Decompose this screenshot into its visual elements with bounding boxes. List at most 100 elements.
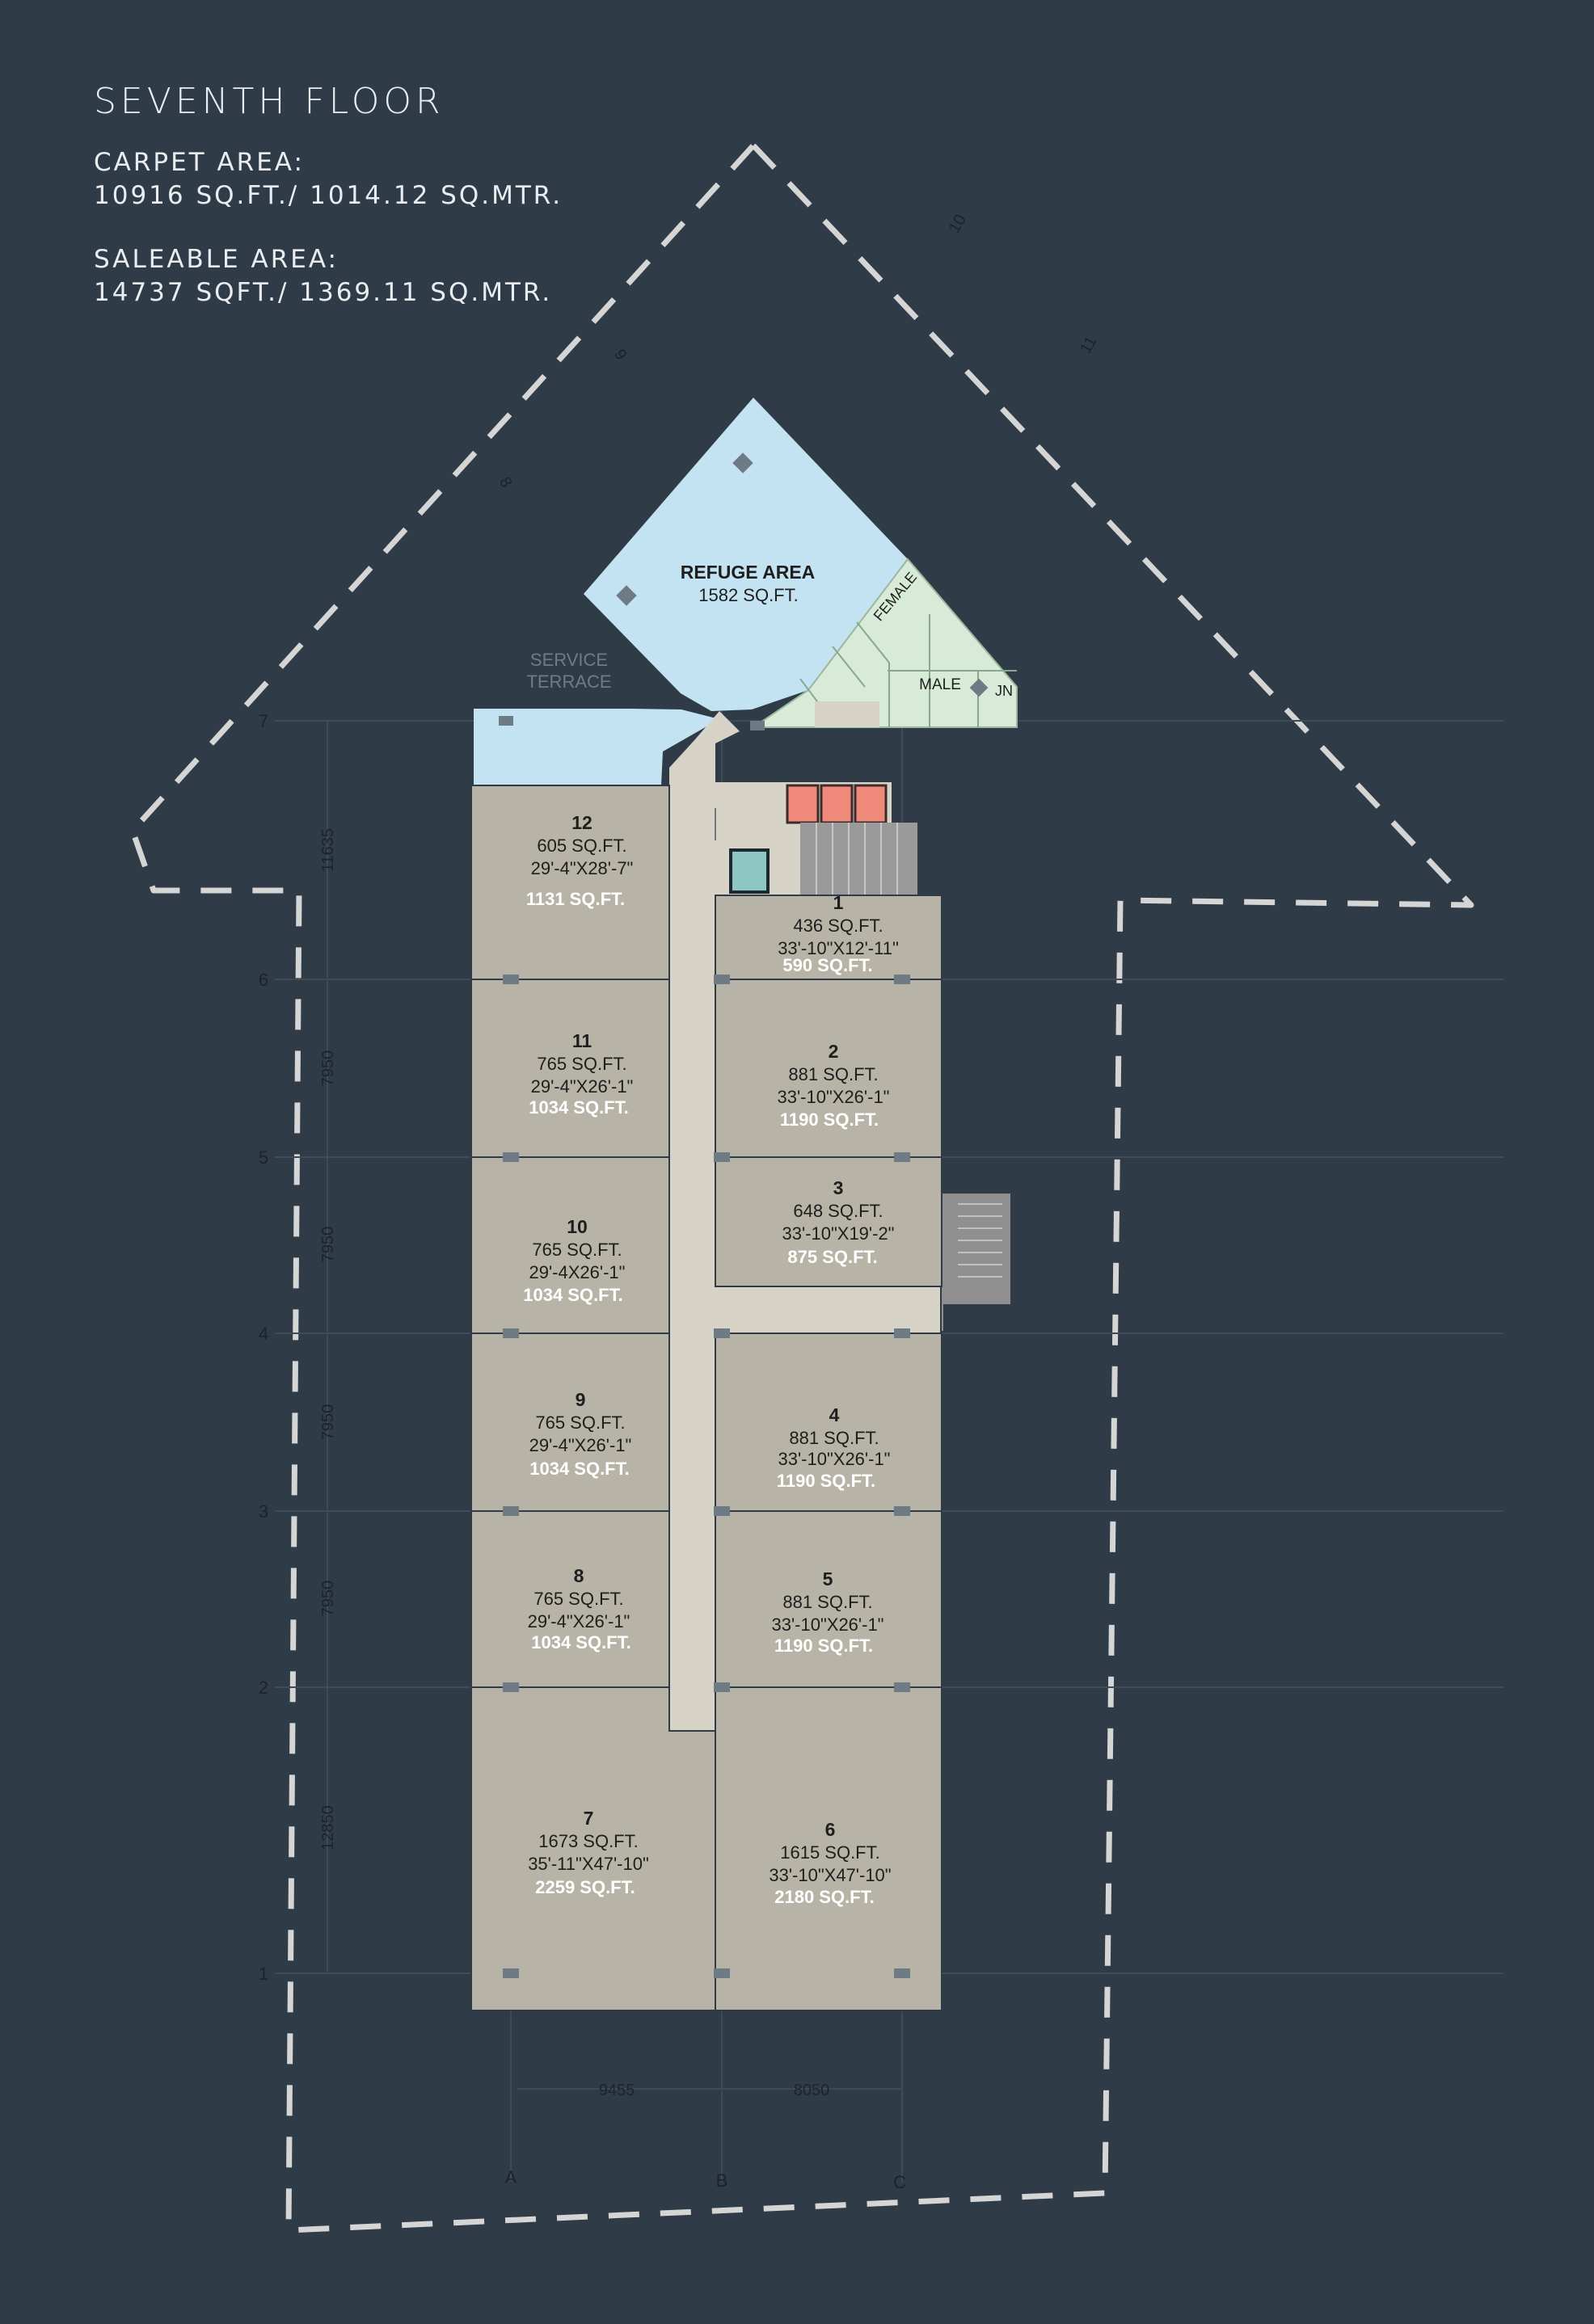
svg-text:8: 8 (574, 1565, 584, 1586)
svg-text:33'-10"X12'-11": 33'-10"X12'-11" (778, 938, 899, 958)
svg-text:B: B (716, 2170, 728, 2191)
unit-5 (715, 1510, 942, 1688)
svg-text:1673 SQ.FT.: 1673 SQ.FT. (538, 1831, 639, 1851)
svg-text:4: 4 (259, 1324, 268, 1344)
svg-text:1131 SQ.FT.: 1131 SQ.FT. (526, 889, 625, 909)
unit-6 (715, 1686, 942, 2011)
svg-text:7950: 7950 (319, 1227, 337, 1263)
svg-text:29'-4"X28'-7": 29'-4"X28'-7" (531, 858, 634, 878)
svg-text:648 SQ.FT.: 648 SQ.FT. (793, 1201, 883, 1221)
unit-11-label: 11 765 SQ.FT. 29'-4"X26'-1" 1034 SQ.FT. (529, 1030, 633, 1118)
svg-text:7950: 7950 (319, 1050, 337, 1087)
refuge-area (584, 398, 908, 711)
service-lift (729, 848, 770, 894)
svg-text:3: 3 (259, 1501, 268, 1522)
service-terrace-label-1: SERVICE (530, 650, 608, 670)
svg-text:1615 SQ.FT.: 1615 SQ.FT. (780, 1842, 880, 1863)
male-toilet-label: MALE (919, 676, 961, 693)
svg-text:1190 SQ.FT.: 1190 SQ.FT. (780, 1109, 879, 1130)
unit-5-label: 5 881 SQ.FT. 33'-10"X26'-1" 1190 SQ.FT. (772, 1568, 884, 1656)
svg-text:33'-10"X26'-1": 33'-10"X26'-1" (772, 1615, 884, 1635)
svg-text:765 SQ.FT.: 765 SQ.FT. (535, 1413, 625, 1433)
svg-text:881 SQ.FT.: 881 SQ.FT. (789, 1428, 879, 1448)
svg-text:9455: 9455 (599, 2082, 635, 2099)
svg-text:8: 8 (495, 474, 516, 491)
saleable-area-value: 14737 SQFT./ 1369.11 SQ.MTR. (94, 278, 553, 307)
svg-text:33'-10"X19'-2": 33'-10"X19'-2" (782, 1223, 895, 1244)
grid-col-labels: A B C (505, 2167, 906, 2192)
svg-text:436 SQ.FT.: 436 SQ.FT. (793, 916, 883, 936)
svg-text:8050: 8050 (794, 2082, 830, 2099)
lift-bank (786, 784, 888, 824)
svg-text:7950: 7950 (319, 1404, 337, 1441)
svg-text:29'-4X26'-1": 29'-4X26'-1" (529, 1262, 626, 1282)
unit-2-label: 2 881 SQ.FT. 33'-10"X26'-1" 1190 SQ.FT. (778, 1041, 890, 1130)
unit-10-label: 10 765 SQ.FT. 29'-4X26'-1" 1034 SQ.FT. (523, 1216, 625, 1305)
refuge-area-size: 1582 SQ.FT. (698, 585, 799, 605)
unit-9 (470, 1333, 670, 1512)
floor-info: SEVENTH FLOOR CARPET AREA: 10916 SQ.FT./… (94, 81, 563, 309)
service-terrace-label-2: TERRACE (526, 672, 611, 692)
svg-text:11: 11 (572, 1030, 592, 1051)
svg-text:2259 SQ.FT.: 2259 SQ.FT. (535, 1877, 635, 1897)
svg-text:33'-10"X47'-10": 33'-10"X47'-10" (769, 1865, 891, 1885)
svg-text:33'-10"X26'-1": 33'-10"X26'-1" (778, 1449, 891, 1469)
svg-text:10: 10 (567, 1216, 588, 1237)
svg-text:1190 SQ.FT.: 1190 SQ.FT. (777, 1471, 875, 1491)
svg-text:765 SQ.FT.: 765 SQ.FT. (532, 1240, 622, 1260)
svg-text:1034 SQ.FT.: 1034 SQ.FT. (529, 1459, 630, 1479)
unit-3 (715, 1156, 942, 1287)
svg-text:5: 5 (823, 1568, 833, 1589)
carpet-area-label: CARPET AREA: (94, 148, 305, 177)
plot-boundary (129, 143, 1474, 2233)
svg-text:33'-10"X26'-1": 33'-10"X26'-1" (778, 1087, 890, 1107)
svg-text:2: 2 (829, 1041, 839, 1062)
svg-text:29'-4"X26'-1": 29'-4"X26'-1" (528, 1611, 630, 1631)
svg-text:9: 9 (576, 1389, 586, 1410)
svg-text:2180 SQ.FT.: 2180 SQ.FT. (774, 1887, 875, 1907)
svg-text:6: 6 (825, 1819, 836, 1840)
svg-text:1034 SQ.FT.: 1034 SQ.FT. (523, 1285, 623, 1305)
svg-text:1: 1 (833, 892, 844, 913)
external-staircase (942, 1194, 1010, 1332)
svg-text:6: 6 (259, 970, 268, 990)
unit-4-label: 4 881 SQ.FT. 33'-10"X26'-1" 1190 SQ.FT. (777, 1404, 891, 1491)
jn-label: JN (995, 683, 1013, 699)
carpet-area-value: 10916 SQ.FT./ 1014.12 SQ.MTR. (94, 181, 563, 210)
unit-7-label: 7 1673 SQ.FT. 35'-11"X47'-10" 2259 SQ.FT… (528, 1808, 649, 1897)
unit-12-label: 12 605 SQ.FT. 29'-4"X28'-7" 1131 SQ.FT. (526, 812, 634, 909)
svg-text:11635: 11635 (319, 828, 337, 872)
svg-text:1034 SQ.FT.: 1034 SQ.FT. (529, 1097, 629, 1118)
unit-2 (715, 979, 942, 1158)
svg-text:A: A (505, 2167, 517, 2187)
column-dimensions: 9455 8050 (599, 2082, 830, 2099)
svg-text:12850: 12850 (319, 1805, 337, 1850)
svg-text:590 SQ.FT.: 590 SQ.FT. (782, 955, 872, 975)
svg-text:7: 7 (584, 1808, 594, 1829)
svg-text:C: C (893, 2172, 906, 2192)
svg-text:9: 9 (610, 347, 630, 364)
svg-text:10: 10 (946, 212, 970, 236)
svg-text:35'-11"X47'-10": 35'-11"X47'-10" (528, 1854, 649, 1874)
floor-title: SEVENTH FLOOR (94, 81, 445, 122)
unit-3-label: 3 648 SQ.FT. 33'-10"X19'-2" 875 SQ.FT. (782, 1177, 895, 1267)
svg-text:605 SQ.FT.: 605 SQ.FT. (537, 836, 626, 856)
svg-text:2: 2 (259, 1678, 268, 1698)
corridor-branch (715, 1286, 940, 1333)
service-terrace (474, 709, 719, 785)
svg-text:1190 SQ.FT.: 1190 SQ.FT. (774, 1636, 873, 1656)
svg-text:29'-4"X26'-1": 29'-4"X26'-1" (531, 1076, 634, 1097)
unit-12 (470, 785, 670, 980)
svg-text:5: 5 (259, 1147, 268, 1168)
svg-text:1: 1 (259, 1964, 268, 1984)
unit-8-label: 8 765 SQ.FT. 29'-4"X26'-1" 1034 SQ.FT. (528, 1565, 631, 1652)
svg-text:765 SQ.FT.: 765 SQ.FT. (533, 1589, 623, 1609)
svg-text:4: 4 (829, 1404, 840, 1425)
unit-4 (715, 1333, 942, 1512)
units (470, 785, 942, 2011)
svg-text:7950: 7950 (319, 1581, 337, 1617)
svg-text:881 SQ.FT.: 881 SQ.FT. (788, 1064, 878, 1084)
unit-6-label: 6 1615 SQ.FT. 33'-10"X47'-10" 2180 SQ.FT… (769, 1819, 891, 1907)
svg-text:12: 12 (571, 812, 592, 833)
